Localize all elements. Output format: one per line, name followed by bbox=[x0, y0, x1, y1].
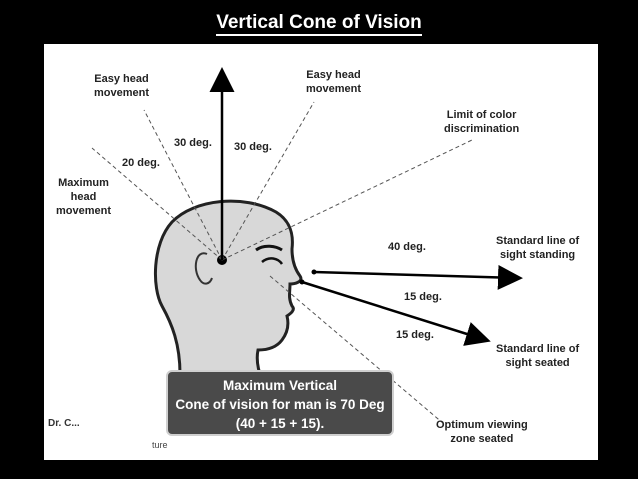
label-standard-standing: Standard line of sight standing bbox=[496, 235, 580, 261]
diagram-graphics bbox=[91, 67, 523, 425]
label-max-head: Maximum head movement bbox=[56, 177, 112, 217]
callout-line-2: Cone of vision for man is 70 Deg bbox=[175, 397, 385, 412]
callout-box: Maximum Vertical Cone of vision for man … bbox=[166, 370, 394, 436]
footer-author: Dr. C... bbox=[48, 418, 80, 429]
label-20-deg: 20 deg. bbox=[122, 157, 160, 169]
slide-title-text: Vertical Cone of Vision bbox=[216, 12, 422, 36]
eye bbox=[261, 257, 284, 265]
dashed-cone-lines bbox=[91, 101, 473, 425]
callout-line-3: (40 + 15 + 15). bbox=[235, 416, 325, 431]
label-15-deg-b: 15 deg. bbox=[396, 329, 434, 341]
label-color-limit: Limit of color discrimination bbox=[444, 109, 520, 135]
footer-caption: ture bbox=[152, 440, 168, 450]
seated-sight-arrow bbox=[301, 280, 491, 346]
standing-sight-arrow bbox=[313, 264, 523, 290]
slide-title: Vertical Cone of Vision bbox=[0, 12, 638, 36]
eyebrow bbox=[255, 244, 283, 252]
label-15-deg-a: 15 deg. bbox=[404, 291, 442, 303]
label-easy-head-left: Easy head movement bbox=[94, 73, 150, 99]
cone-of-vision-diagram: Easy head movement Easy head movement Ma… bbox=[44, 44, 598, 460]
callout-line-1: Maximum Vertical bbox=[222, 378, 338, 393]
label-30-deg-right: 30 deg. bbox=[234, 141, 272, 153]
label-30-deg-left: 30 deg. bbox=[174, 137, 212, 149]
label-easy-head-right: Easy head movement bbox=[306, 69, 362, 95]
label-standard-seated: Standard line of sight seated bbox=[496, 343, 580, 369]
ear bbox=[194, 252, 213, 285]
label-optimum-zone: Optimum viewing zone seated bbox=[436, 419, 528, 445]
label-40-deg: 40 deg. bbox=[388, 241, 426, 253]
head-silhouette bbox=[153, 199, 303, 381]
